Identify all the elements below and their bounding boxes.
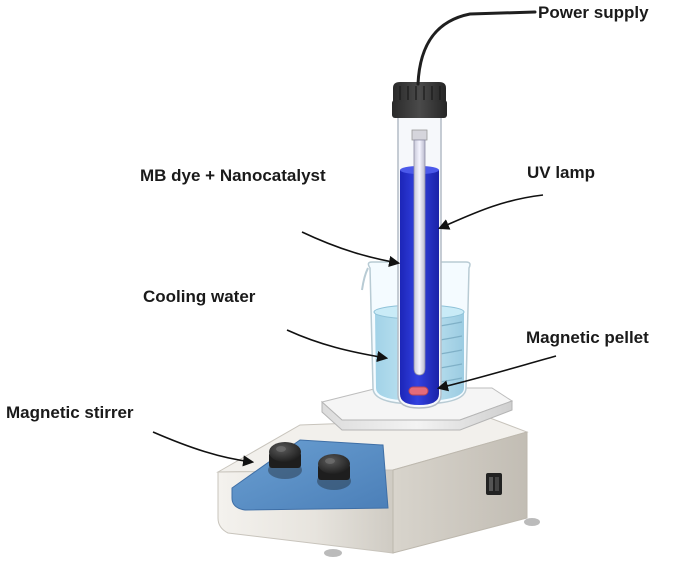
magnetic-pellet: [408, 386, 429, 396]
cooling-water-arrow: [286, 329, 389, 363]
reactor-tube: [392, 82, 447, 409]
uv-lamp: [413, 139, 426, 376]
speed-knob: [268, 442, 302, 479]
power-switch: [486, 473, 502, 495]
heat-knob: [317, 454, 351, 490]
uv-lamp-arrow: [437, 194, 544, 230]
magnetic-stirrer: [216, 387, 540, 557]
magnetic-stirrer-arrow: [152, 431, 255, 467]
magnetic-pellet-arrow: [436, 355, 557, 392]
stirrer-foot: [524, 518, 540, 526]
stirrer-foot: [324, 549, 342, 557]
magnetic-pellet-label: Magnetic pellet: [526, 328, 649, 347]
power-supply-label: Power supply: [538, 3, 649, 22]
lamp-socket: [411, 129, 428, 141]
uv-lamp-label: UV lamp: [527, 163, 596, 182]
mb-dye-label: MB dye + Nanocatalyst: [140, 166, 326, 185]
cooling-water-label: Cooling water: [143, 287, 256, 306]
mb-dye-arrow: [301, 231, 401, 267]
power-cable: [416, 10, 537, 86]
magnetic-stirrer-label: Magnetic stirrer: [6, 403, 134, 422]
control-panel: [231, 439, 389, 511]
tube-cap: [392, 82, 447, 118]
